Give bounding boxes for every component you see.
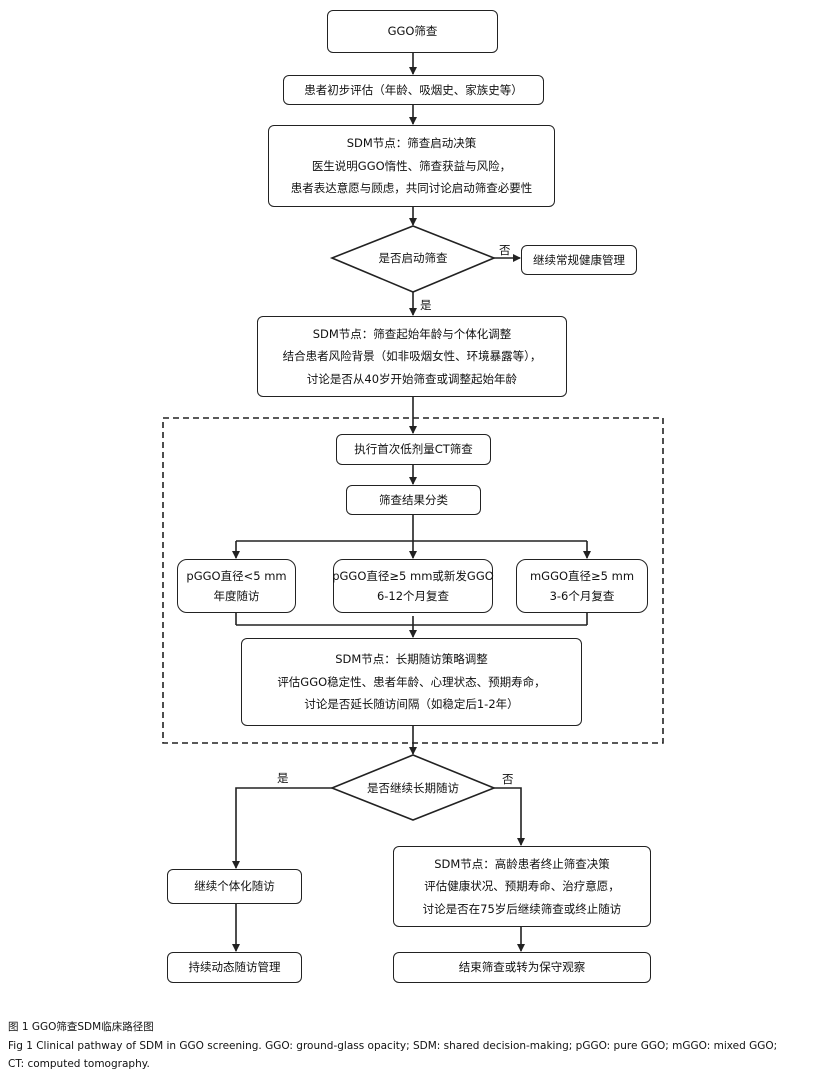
sdm-followup-line-3: 讨论是否延长随访间隔（如稳定后1-2年） [304,697,519,712]
sdm-elderly-box: SDM节点：高龄患者终止筛查决策 评估健康状况、预期寿命、治疗意愿， 讨论是否在… [393,846,651,927]
individual-followup-box: 继续个体化随访 [167,869,302,904]
sdm-age-line-2: 结合患者风险背景（如非吸烟女性、环境暴露等）， [282,349,542,364]
dynamic-mgmt-label: 持续动态随访管理 [188,960,281,975]
classify-box: 筛查结果分类 [346,485,481,515]
decision-start-yes-label: 是 [420,298,432,312]
routine-mgmt-label: 继续常规健康管理 [533,252,625,267]
decision-continue-yes-label: 是 [277,771,289,785]
dynamic-mgmt-box: 持续动态随访管理 [167,952,302,983]
sdm-followup-line-1: SDM节点：长期随访策略调整 [335,652,488,667]
decision-start-label: 是否启动筛查 [378,251,448,265]
sdm-elderly-line-1: SDM节点：高龄患者终止筛查决策 [434,856,610,871]
arrow-continue-no [494,787,525,846]
figure-caption-cn: 图 1 GGO筛查SDM临床路径图 [8,1021,154,1033]
classify-label: 筛查结果分类 [379,492,448,507]
screening-label: GGO筛查 [387,24,438,39]
pggo-small-line-2: 年度随访 [213,589,260,603]
mggo-line-1: mGGO直径≥5 mm [529,568,635,583]
decision-continue-diamond [329,754,497,821]
sdm-age-line-3: 讨论是否从40岁开始筛查或调整起始年龄 [306,371,518,386]
decision-start-no-label: 否 [499,243,511,257]
sdm-followup-line-2: 评估GGO稳定性、患者年龄、心理状态、预期寿命， [277,674,546,689]
mggo-box: mGGO直径≥5 mm 3-6个月复查 [516,559,648,613]
initial-eval-box: 患者初步评估（年龄、吸烟史、家族史等） [283,75,544,105]
sdm-age-line-1: SDM节点：筛查起始年龄与个体化调整 [312,326,512,341]
first-ct-box: 执行首次低剂量CT筛查 [336,434,491,465]
sdm-start-line-3: 患者表达意愿与顾虑，共同讨论启动筛查必要性 [290,181,533,196]
mggo-line-2: 3-6个月复查 [549,589,615,603]
sdm-followup-box: SDM节点：长期随访策略调整 评估GGO稳定性、患者年龄、心理状态、预期寿命， … [241,638,582,726]
end-screening-box: 结束筛查或转为保守观察 [393,952,651,983]
figure-caption-en-line-1: Fig 1 Clinical pathway of SDM in GGO scr… [8,1040,778,1052]
pggo-large-box: pGGO直径≥5 mm或新发GGO 6-12个月复查 [332,559,494,613]
sdm-age-box: SDM节点：筛查起始年龄与个体化调整 结合患者风险背景（如非吸烟女性、环境暴露等… [257,316,567,397]
arrow-continue-yes [232,787,332,869]
individual-followup-label: 继续个体化随访 [194,879,275,894]
pggo-large-line-2: 6-12个月复查 [376,589,450,603]
end-screening-label: 结束筛查或转为保守观察 [458,960,586,975]
initial-eval-label: 患者初步评估（年龄、吸烟史、家族史等） [304,82,523,97]
figure-caption-en-line-2: CT: computed tomography. [8,1058,150,1070]
pggo-small-box: pGGO直径<5 mm 年度随访 [177,559,296,613]
pggo-large-line-1: pGGO直径≥5 mm或新发GGO [332,568,494,583]
sdm-start-box: SDM节点：筛查启动决策 医生说明GGO惰性、筛查获益与风险， 患者表达意愿与顾… [268,125,555,207]
sdm-start-line-1: SDM节点：筛查启动决策 [346,136,477,151]
sdm-elderly-line-2: 评估健康状况、预期寿命、治疗意愿， [424,879,620,894]
sdm-start-line-2: 医生说明GGO惰性、筛查获益与风险， [311,158,512,173]
screening-box: GGO筛查 [327,10,498,53]
decision-continue-no-label: 否 [502,772,514,786]
routine-mgmt-box: 继续常规健康管理 [521,245,637,275]
first-ct-label: 执行首次低剂量CT筛查 [354,442,473,457]
sdm-elderly-line-3: 讨论是否在75岁后继续筛查或终止随访 [422,901,622,916]
decision-continue-label: 是否继续长期随访 [367,781,459,795]
pggo-small-line-1: pGGO直径<5 mm [186,568,287,583]
